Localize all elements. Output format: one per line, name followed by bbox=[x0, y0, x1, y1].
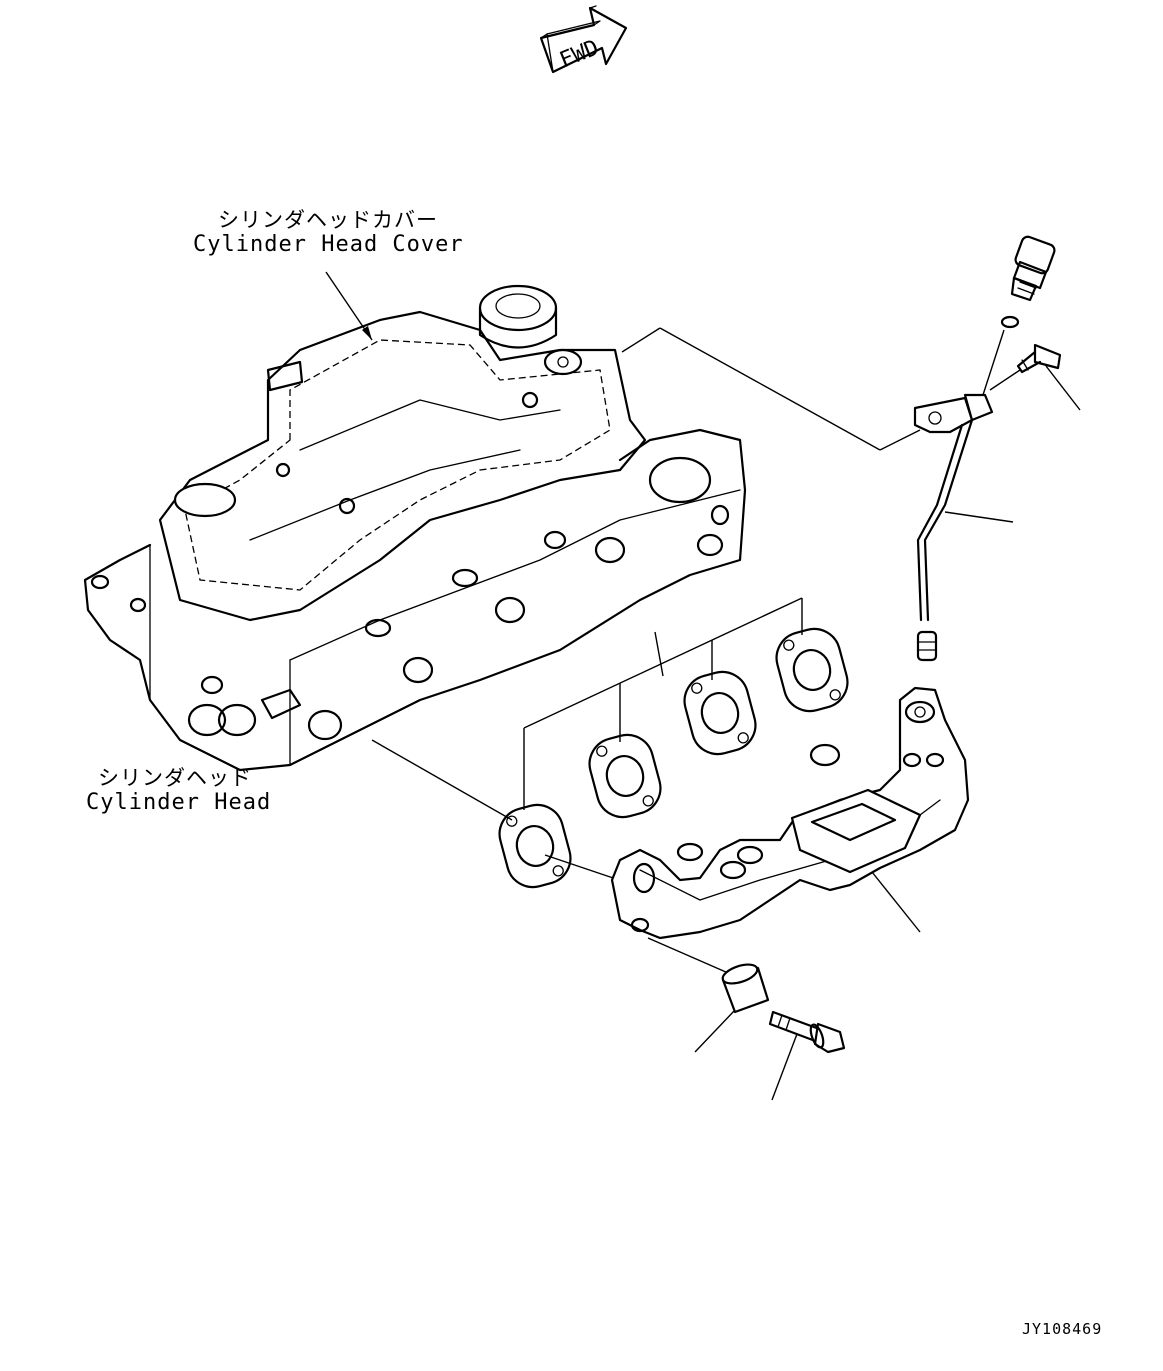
flange-bolt-illustration bbox=[768, 1010, 846, 1054]
o-ring-illustration bbox=[1000, 315, 1020, 329]
cylinder-head-label-en: Cylinder Head bbox=[86, 790, 272, 815]
exhaust-manifold-illustration bbox=[610, 686, 970, 940]
fwd-arrow-icon: FWD bbox=[539, 5, 628, 73]
cylinder-head-illustration bbox=[83, 428, 747, 772]
tube-with-bracket-illustration bbox=[913, 393, 994, 662]
cylinder-head-cover-illustration bbox=[158, 284, 647, 622]
leader-cover-to-tube bbox=[621, 327, 661, 353]
pressure-sensor-illustration bbox=[1010, 235, 1056, 302]
cylinder-head-label-jp: シリンダヘッド bbox=[98, 766, 252, 790]
spacer-collar-illustration bbox=[721, 963, 770, 1014]
drawing-number: JY108469 bbox=[1022, 1320, 1103, 1338]
cylinder-head-cover-label-jp: シリンダヘッドカバー bbox=[218, 208, 438, 232]
gaskets-illustration bbox=[498, 627, 849, 889]
gasket-leader-bracket bbox=[523, 597, 803, 810]
bolt-illustration-upper bbox=[1016, 343, 1062, 374]
cylinder-head-cover-label-en: Cylinder Head Cover bbox=[193, 232, 464, 257]
